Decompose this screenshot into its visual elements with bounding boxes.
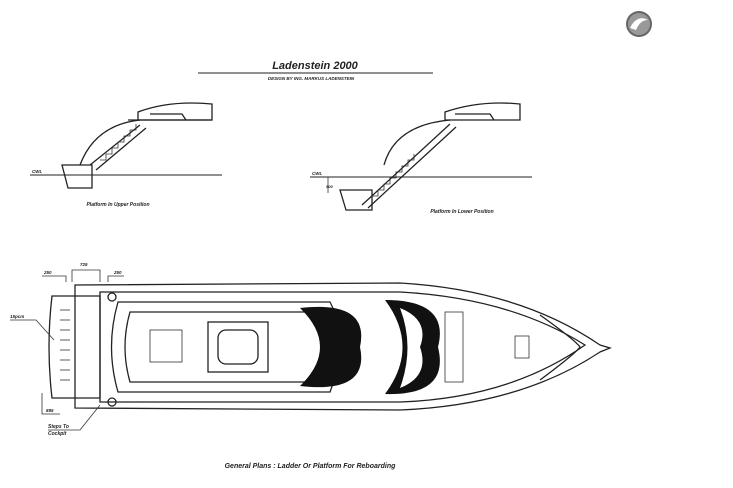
waterline-label: CWL xyxy=(32,169,42,174)
steps-label: Steps To xyxy=(48,424,69,430)
waterline-label: CWL xyxy=(312,171,322,176)
brand-logo xyxy=(626,11,652,37)
dim-right: 250 xyxy=(113,270,122,275)
plan-dimensions: 250 725 250 15pcm 895 Steps To Cockpit xyxy=(10,262,124,437)
bottom-dim: 895 xyxy=(46,408,54,413)
drawing-caption: General Plans : Ladder Or Platform For R… xyxy=(225,463,396,470)
drawing-title: Ladenstein 2000 xyxy=(272,60,358,72)
lower-dimension: 500 xyxy=(326,184,333,189)
drawing-subtitle: DESIGN BY ING. MARKUS LADENSTEIN xyxy=(268,76,355,81)
steps-label-2: Cockpit xyxy=(48,431,67,437)
lower-caption: Platform In Lower Position xyxy=(430,209,493,215)
dim-left: 250 xyxy=(43,270,52,275)
elevation-upper: CWL Platform In Upper Position xyxy=(30,102,222,208)
elevation-lower: CWL 500 Platform In Lower Position xyxy=(310,102,532,215)
side-label: 15pcm xyxy=(10,314,24,319)
yacht-plan-view xyxy=(48,282,612,411)
upper-caption: Platform In Upper Position xyxy=(86,202,149,208)
dim-center: 725 xyxy=(80,262,88,267)
